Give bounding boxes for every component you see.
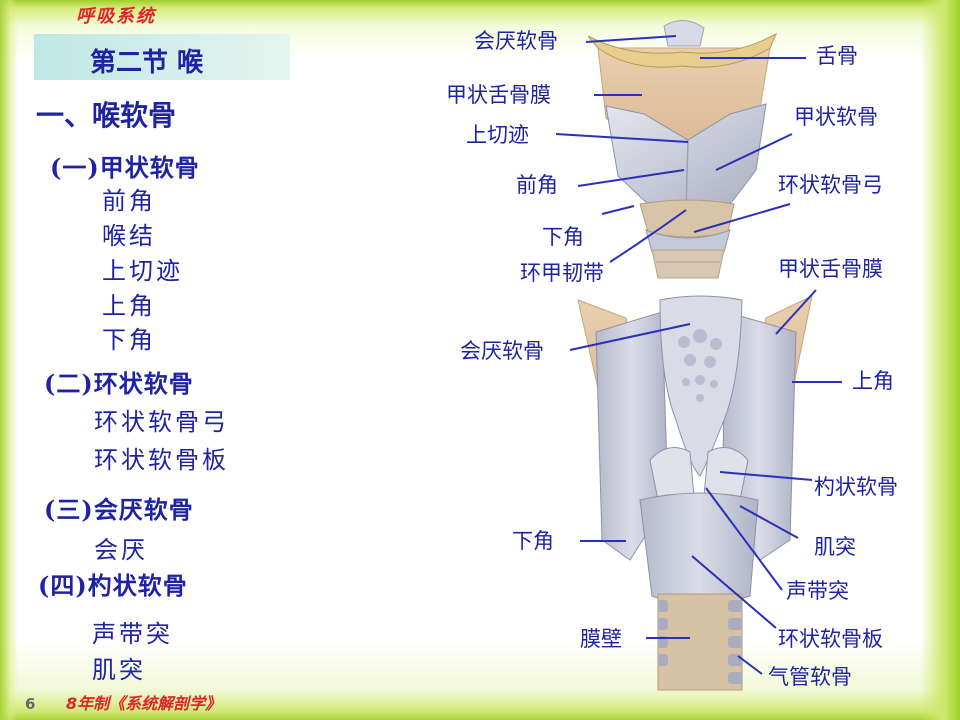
label-front-inferior-horn: 下角 — [542, 225, 584, 249]
left-edge-band — [0, 0, 18, 720]
group-1-title: (一)甲状软骨 — [50, 153, 200, 182]
label-front-thyrohyoid-membrane: 甲状舌骨膜 — [446, 83, 551, 107]
page-number: 6 — [25, 695, 36, 713]
group-2-title: (二)环状软骨 — [44, 369, 194, 398]
label-front-thyroid-cartilage: 甲状软骨 — [794, 105, 878, 129]
label-back-cricoid-lamina: 环状软骨板 — [778, 627, 883, 651]
group-4-item: 声带突 — [92, 620, 173, 648]
right-edge-band — [920, 0, 960, 720]
label-front-cricothyroid-ligament: 环甲韧带 — [520, 261, 604, 285]
label-front-superior-notch: 上切迹 — [466, 123, 529, 147]
section-title: 第二节 喉 — [90, 48, 204, 78]
group-1-item: 上角 — [102, 292, 156, 320]
section-title-box: 第二节 喉 — [34, 34, 290, 82]
group-2-item: 环状软骨板 — [94, 446, 229, 474]
label-back-muscular-process: 肌突 — [814, 535, 856, 559]
label-back-superior-horn: 上角 — [852, 369, 894, 393]
group-4-item: 肌突 — [92, 656, 146, 684]
label-back-arytenoid: 杓状软骨 — [814, 475, 898, 499]
group-1-item: 前角 — [102, 187, 156, 215]
thyroid-cartilage-front — [605, 103, 767, 215]
label-front-anterior-horn: 前角 — [516, 173, 558, 197]
group-3-item: 会厌 — [94, 536, 148, 564]
label-back-tracheal-cartilage: 气管软骨 — [768, 665, 852, 689]
header-tag: 呼吸系统 — [76, 6, 156, 27]
outline-heading: 一、喉软骨 — [36, 99, 177, 132]
label-front-cricoid-arch: 环状软骨弓 — [778, 173, 883, 197]
label-back-vocal-process: 声带突 — [786, 579, 849, 603]
cricoid-lamina — [639, 492, 759, 605]
label-front-hyoid: 舌骨 — [816, 44, 858, 68]
group-2-item: 环状软骨弓 — [94, 408, 229, 436]
group-1-item: 喉结 — [102, 222, 156, 250]
group-1-item: 上切迹 — [102, 257, 183, 285]
label-front-epiglottis: 会厌软骨 — [474, 29, 558, 53]
group-3-title: (三)会厌软骨 — [44, 495, 194, 524]
back-view-larynx — [577, 295, 813, 691]
footer-book-title: 8年制《系统解剖学》 — [66, 694, 222, 713]
label-back-thyrohyoid-membrane: 甲状舌骨膜 — [778, 257, 883, 281]
group-4-title: (四)杓状软骨 — [38, 571, 188, 600]
front-view-larynx — [587, 20, 778, 279]
epiglottis-tip — [663, 20, 705, 47]
label-back-membranous-wall: 膜壁 — [580, 627, 622, 651]
group-1-item: 下角 — [102, 326, 156, 354]
label-back-epiglottis: 会厌软骨 — [460, 339, 544, 363]
label-back-inferior-horn: 下角 — [512, 529, 554, 553]
